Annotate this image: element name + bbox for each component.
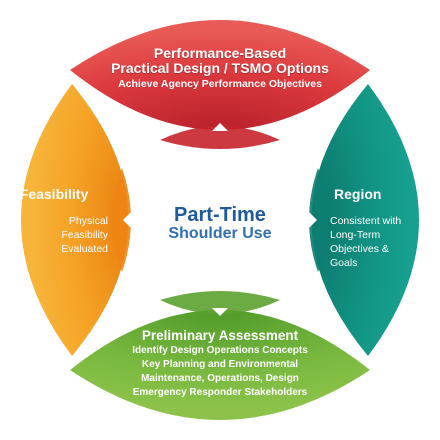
assessment-tip [160, 291, 280, 314]
region-title: Region [334, 186, 382, 202]
center-title: Part-Time Shoulder Use [150, 205, 290, 243]
left-arrow-icon [123, 212, 131, 228]
performance-segment [70, 20, 370, 130]
region-description: Consistent with Long-Term Objectives & G… [330, 214, 426, 270]
feasibility-title: Feasibility [19, 186, 89, 202]
performance-label-group: Performance-Based Practical Design / TSM… [80, 46, 360, 91]
assessment-label-group: Preliminary Assessment Identify Design O… [100, 327, 340, 400]
assessment-segment [70, 310, 370, 420]
region-segment [311, 84, 419, 356]
center-title-line2: Shoulder Use [168, 225, 272, 242]
assessment-line: Key Planning and Environmental [141, 359, 299, 370]
region-line: Consistent with [330, 215, 402, 227]
assessment-line: Identify Design Operations Concepts [132, 345, 308, 356]
region-line: Long-Term [330, 229, 381, 241]
performance-title-line1: Performance-Based [153, 45, 287, 61]
region-line: Goals [330, 257, 358, 269]
feasibility-line: Feasibility [61, 229, 108, 241]
center-title-line1: Part-Time [174, 204, 266, 226]
feasibility-label-group: Feasibility Physical Feasibility Evaluat… [18, 186, 110, 256]
down-arrow-icon [212, 308, 228, 316]
region-tip [309, 168, 329, 272]
up-arrow-icon [212, 123, 228, 131]
feasibility-description: Physical Feasibility Evaluated [18, 214, 110, 256]
right-arrow-icon [309, 212, 317, 228]
region-label-group: Region Consistent with Long-Term Objecti… [330, 186, 426, 270]
performance-description: Achieve Agency Performance Objectives [118, 78, 322, 90]
region-line: Objectives & [330, 243, 389, 255]
feasibility-line: Evaluated [61, 243, 108, 255]
feasibility-tip [111, 168, 131, 272]
assessment-line: Emergency Responder Stakeholders [132, 387, 308, 398]
performance-tip [160, 126, 280, 149]
feasibility-segment [21, 84, 129, 356]
performance-title-line2: Practical Design / TSMO Options [111, 60, 329, 76]
assessment-line: Maintenance, Operations, Design [141, 373, 299, 384]
feasibility-line: Physical [68, 215, 108, 227]
assessment-title: Preliminary Assessment [141, 328, 299, 343]
